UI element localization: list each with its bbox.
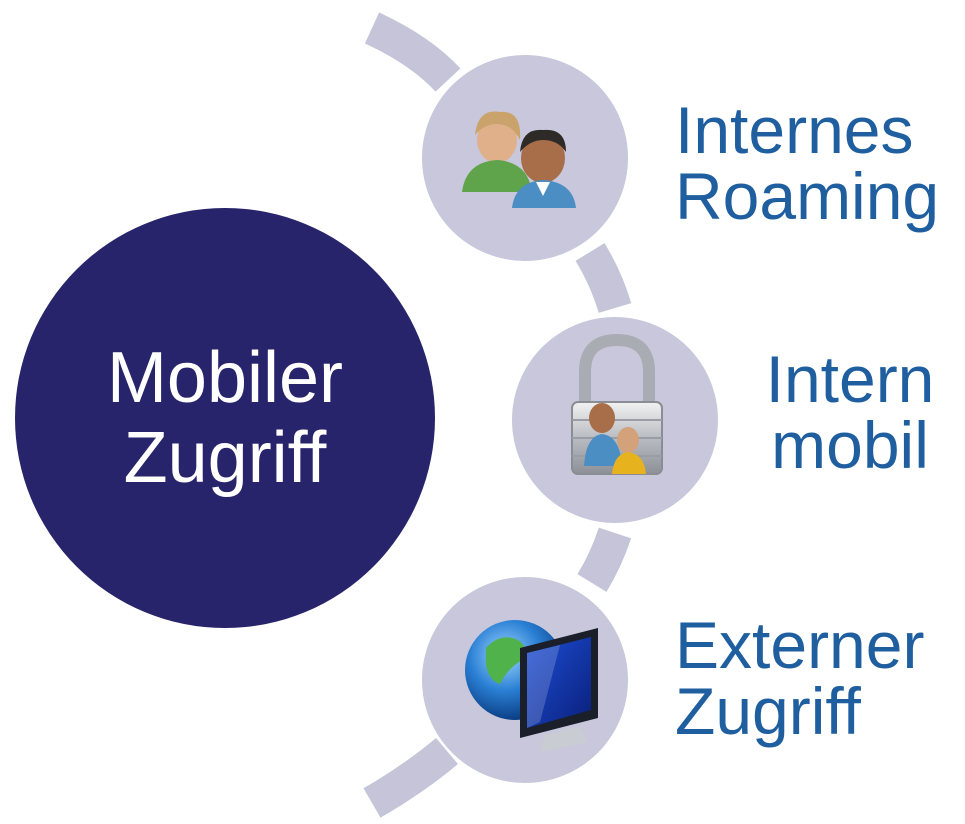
label-line1: Internes	[675, 93, 914, 167]
center-label-line2: Zugriff	[123, 418, 327, 498]
center-label: Mobiler Zugriff	[15, 208, 435, 628]
label-externer-zugriff: Externer Zugriff	[675, 612, 924, 744]
node-externer-zugriff[interactable]	[422, 577, 628, 783]
arc-top	[364, 12, 461, 92]
center-circle	[15, 208, 435, 628]
connector-arcs	[363, 12, 632, 818]
node-internes-roaming[interactable]	[422, 55, 628, 261]
label-intern-mobil: Intern mobil	[740, 346, 960, 478]
arc-upper-middle	[575, 243, 632, 314]
label-line2: mobil	[771, 408, 929, 482]
center-label-line1: Mobiler	[106, 338, 344, 418]
label-internes-roaming: Internes Roaming	[675, 97, 939, 229]
padlock-users-icon	[571, 333, 663, 475]
arc-lower-middle	[577, 527, 632, 592]
label-line1: Externer	[675, 608, 925, 682]
users-icon	[462, 111, 576, 208]
label-line2: Roaming	[675, 159, 940, 233]
label-line1: Intern	[765, 342, 935, 416]
node-intern-mobil[interactable]	[512, 317, 718, 523]
label-line2: Zugriff	[675, 674, 861, 748]
arc-bottom	[363, 737, 458, 818]
globe-monitor-icon	[465, 620, 598, 752]
